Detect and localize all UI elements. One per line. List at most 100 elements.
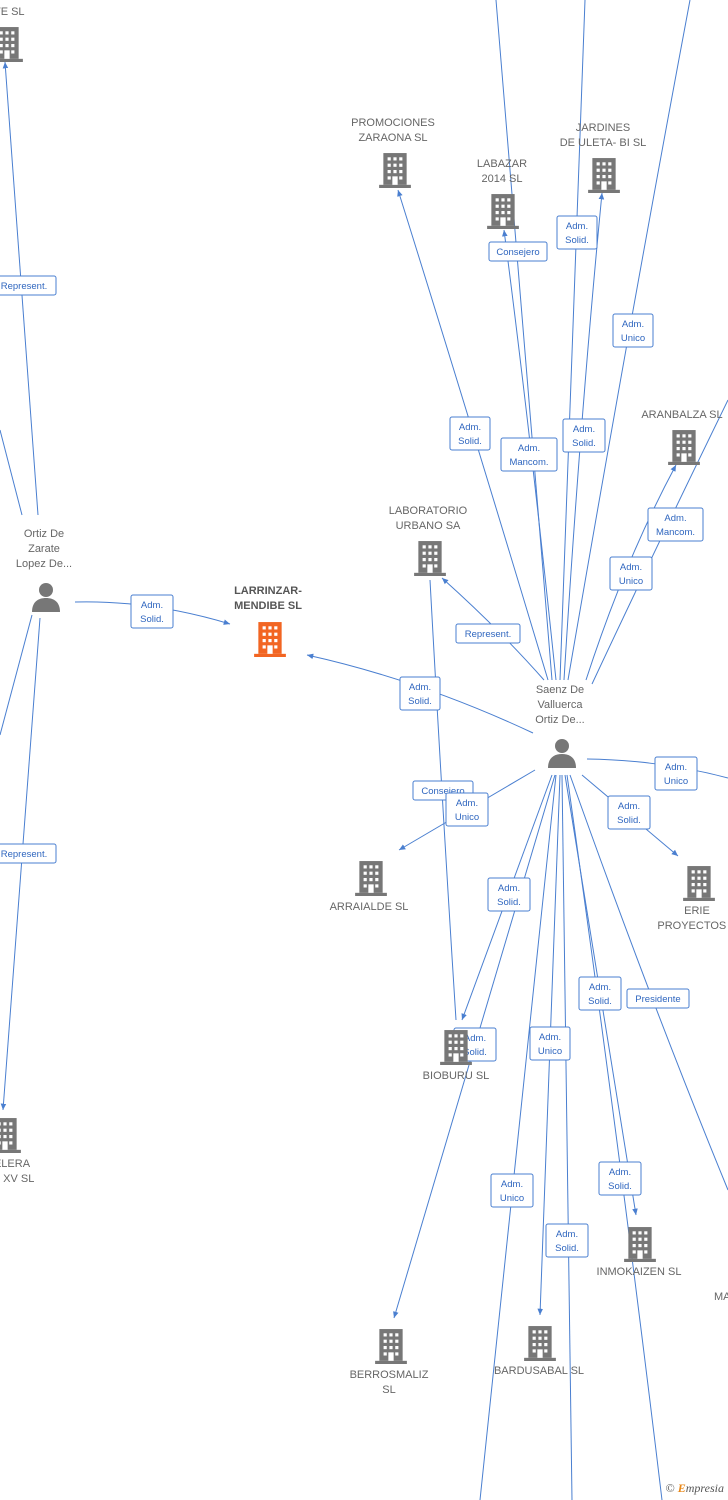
edge-label-frame	[445, 792, 489, 827]
node-label: URBANO SA	[396, 520, 461, 532]
edge-label-text: Adm.	[409, 682, 431, 693]
edge-label-text: Adm.	[665, 762, 687, 773]
node-label: BERROSMALIZ	[350, 1369, 429, 1381]
node-label: BARDUSABAL SL	[494, 1365, 584, 1377]
edge-label-box: Adm.Solid.	[607, 795, 651, 830]
edge-label-box: Adm.Solid.	[487, 877, 531, 912]
edge-ortiz-left1	[0, 429, 23, 516]
edge-label-box: Adm. Solid.	[449, 416, 491, 451]
edge-label-text: Consejero	[421, 786, 464, 797]
node-arraialde[interactable]: ARRAIALDE SL	[330, 861, 409, 913]
building-icon	[379, 153, 411, 188]
edge-ortiz-elera	[0, 617, 41, 1111]
edge-label-frame	[487, 877, 531, 912]
copyright-symbol: ©	[665, 1481, 675, 1495]
building-icon	[0, 27, 23, 62]
edge-label-text: Adm.	[556, 1229, 578, 1240]
edge-label-frame	[612, 313, 654, 348]
edge-label-frame	[529, 1026, 571, 1061]
edge-label-frame	[0, 275, 57, 296]
edge-label-frame	[578, 976, 622, 1011]
footer: © Empresia	[666, 1481, 724, 1496]
edge-label-box: Adm.Unico	[445, 792, 489, 827]
node-label: ERIE	[684, 905, 710, 917]
edge-label-box: Adm.Unico	[612, 313, 654, 348]
edge-saenz-right1	[591, 399, 728, 685]
edge-label-text: Solid.	[555, 1243, 579, 1254]
node-aranbalza[interactable]: ARANBALZA SL	[641, 409, 723, 465]
edge-label-text: Adm.	[620, 562, 642, 573]
edge-label-frame	[500, 437, 558, 472]
node-inmokaizen[interactable]: INMOKAIZEN SL	[597, 1227, 682, 1278]
node-ma[interactable]: MA	[714, 1285, 728, 1320]
edge-label-frame	[654, 756, 698, 791]
node-ortizlab[interactable]: ATE SL	[0, 6, 25, 62]
edge-label-text: Consejero	[496, 247, 539, 258]
edge-label-text: Unico	[455, 812, 479, 823]
node-label: S. XV SL	[0, 1173, 34, 1185]
edge-label-box: Adm.Solid.	[562, 418, 606, 453]
node-label: SL	[382, 1384, 395, 1396]
edge-label-text: Unico	[664, 776, 688, 787]
building-icon	[414, 541, 446, 576]
edge-label-frame	[647, 507, 704, 542]
node-bioburu[interactable]: BIOBURU SL	[423, 1030, 490, 1082]
edge-label-frame	[562, 418, 606, 453]
edge-label-text: Unico	[500, 1193, 524, 1204]
edge-label-box: Adm. Solid.	[545, 1223, 589, 1258]
edge-label-box: Adm.Solid.	[399, 676, 441, 711]
edge-label-frame	[609, 556, 653, 591]
edge-saenz-bottom3	[566, 774, 663, 1500]
node-label: ATE SL	[0, 6, 25, 18]
edge-label-text: Adm.	[459, 422, 481, 433]
node-bardusabal[interactable]: BARDUSABAL SL	[494, 1326, 584, 1377]
edge-saenz-bottom2	[561, 774, 573, 1500]
edge-label-frame	[455, 623, 521, 644]
edge-label-box: Adm.Solid.	[578, 976, 622, 1011]
building-icon	[668, 430, 700, 465]
node-berrosmaliz[interactable]: BERROSMALIZ SL	[350, 1329, 429, 1396]
node-label: LARRINZAR-	[234, 585, 302, 597]
edge-label-text: Mancom.	[509, 457, 548, 468]
edge-label-text: Adm.	[664, 513, 686, 524]
edge-label-text: Solid.	[458, 436, 482, 447]
person-icon	[548, 739, 576, 768]
edge-label-text: Represent.	[1, 849, 47, 860]
node-label: Ortiz De...	[535, 714, 585, 726]
node-label: BIOBURU SL	[423, 1070, 490, 1082]
node-elera[interactable]: ELERA S. XV SL	[0, 1118, 34, 1185]
edge-saenz-top1	[495, 0, 553, 681]
edge-label-text: Solid.	[617, 815, 641, 826]
edge-ortiz-left2	[0, 614, 33, 736]
node-label: INMOKAIZEN SL	[597, 1266, 682, 1278]
node-label: ELERA	[0, 1158, 31, 1170]
node-label: MENDIBE SL	[234, 600, 302, 612]
edge-label-text: Adm.	[609, 1167, 631, 1178]
building-icon	[440, 1030, 472, 1065]
edge-label-box: Consejero	[488, 241, 548, 262]
edge-labels: Represent.Represent.Adm.Solid.Adm.Solid.…	[0, 215, 704, 1258]
building-icon	[524, 1326, 556, 1361]
node-erie[interactable]: ERIE PROYECTOS S	[657, 866, 728, 932]
edge-label-frame	[556, 215, 598, 250]
node-label: Saenz De	[536, 684, 584, 696]
node-larrinzar[interactable]: LARRINZAR- MENDIBE SL	[234, 585, 302, 657]
node-label: ARANBALZA SL	[641, 409, 722, 421]
building-icon	[683, 866, 715, 901]
edge-label-text: Unico	[619, 576, 643, 587]
edge-label-text: Adm.	[464, 1033, 486, 1044]
edge-label-box: Presidente	[626, 988, 690, 1009]
edge-saenz-top2	[559, 0, 586, 681]
node-label: PROYECTOS S	[657, 920, 728, 932]
edge-label-box: Adm.Solid.	[130, 594, 174, 629]
edge-label-frame	[490, 1173, 534, 1208]
edge-label-text: Solid.	[588, 996, 612, 1007]
building-icon	[588, 158, 620, 193]
